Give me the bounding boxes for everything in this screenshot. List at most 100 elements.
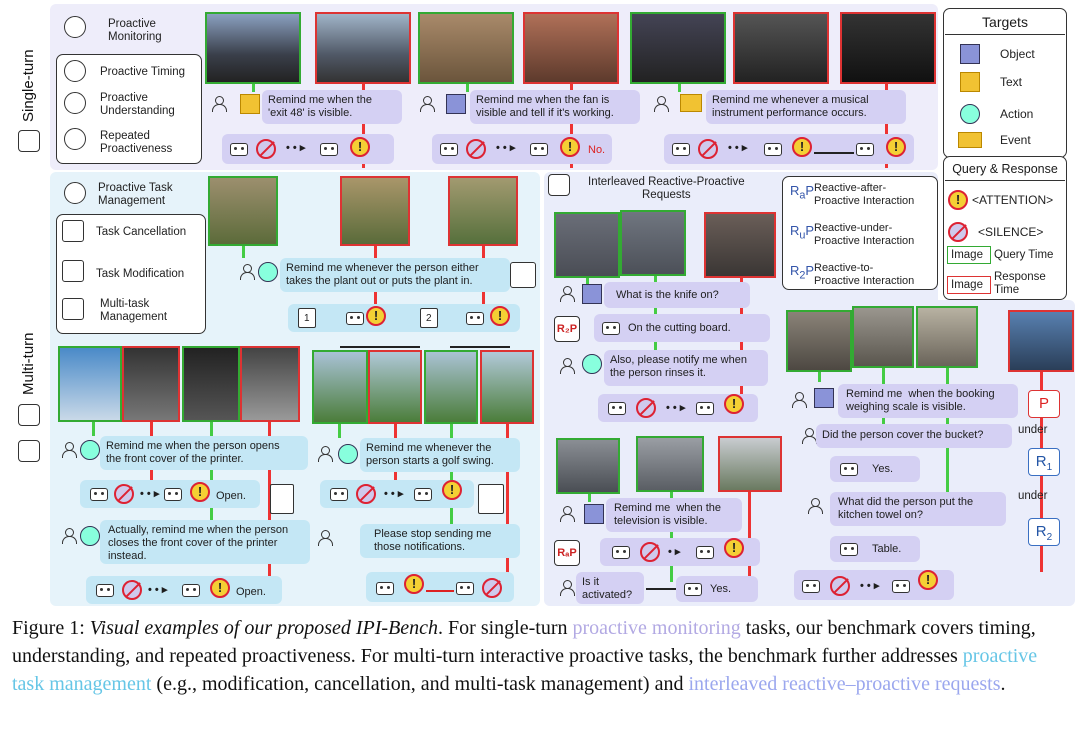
task-item-modification: Task Modification (96, 268, 185, 280)
under-label-1: under (1018, 424, 1048, 436)
event-target-icon (680, 94, 702, 112)
cancel-icon (62, 220, 84, 242)
towel-question (830, 492, 1006, 526)
multi-turn-label: Multi-turn (20, 332, 37, 395)
multitask-icon (510, 262, 536, 288)
r2p-tag: R₂P (554, 316, 580, 342)
object-target-icon (446, 94, 466, 114)
cancel-icon (478, 484, 504, 514)
interleaved-title: Interleaved Reactive-Proactive Requests (588, 176, 745, 201)
printer-frame-4 (240, 346, 300, 422)
knife-question (604, 282, 750, 308)
repeated-icon (64, 128, 86, 150)
figure-caption: Figure 1: Visual examples of our propose… (12, 617, 1038, 695)
st-query-1-text: Remind me when the 'exit 48' is visible. (268, 94, 372, 119)
modify-icon (270, 484, 294, 514)
printer-query-1 (100, 436, 308, 470)
knife-frame-1 (554, 212, 620, 278)
task-item-cancellation: Task Cancellation (96, 226, 187, 238)
plant-query-text: Remind me whenever the person either tak… (286, 262, 479, 287)
st-query-2 (470, 90, 640, 124)
monitoring-title: Proactive Monitoring (108, 18, 162, 43)
bucket-question (816, 424, 1012, 448)
activated-question (576, 572, 644, 604)
qr-attention: <ATTENTION> (972, 193, 1054, 207)
st-frame-2 (315, 12, 411, 84)
printer-query-1-text: Remind me when the person opens the fron… (106, 440, 280, 465)
understanding-icon (64, 92, 86, 114)
golf-query-text: Remind me whenever the person starts a g… (366, 442, 494, 467)
scale-frame-3 (916, 306, 978, 368)
object-icon (960, 44, 980, 64)
bucket-answer-text: Yes. (872, 463, 894, 475)
printer-frame-2 (122, 346, 180, 422)
scale-frame-4 (1008, 310, 1074, 372)
st-frame-4 (523, 12, 619, 84)
multitask-icon (62, 298, 84, 320)
targets-title: Targets (982, 14, 1028, 30)
rinse-query (604, 350, 768, 386)
printer-response-1: Open. (216, 490, 246, 502)
plant-frame-3 (448, 176, 518, 246)
target-text: Text (1000, 75, 1023, 89)
rap-tag: RₐP (554, 540, 580, 566)
st-query-3 (706, 90, 906, 124)
type-to: Reactive-to- Proactive Interaction (814, 262, 915, 287)
qr-response-time: Response Time (994, 271, 1046, 296)
st-user-1 (212, 96, 227, 112)
activated-answer: Yes. (710, 583, 732, 595)
p-node: P (1028, 390, 1060, 418)
qr-query-time: Query Time (994, 249, 1054, 261)
st-frame-7 (840, 12, 936, 84)
st-query-2-text: Remind me when the fan is visible and te… (476, 94, 614, 119)
target-action: Action (1000, 107, 1034, 121)
towel-question-text: What did the person put the kitchen towe… (838, 496, 974, 521)
stop-query-text: Please stop sending me those notificatio… (374, 528, 492, 553)
tv-frame-3 (718, 436, 782, 492)
knife-answer-text: On the cutting board. (628, 322, 731, 334)
qr-silence: <SILENCE> (978, 225, 1044, 239)
printer-response-2: Open. (236, 586, 266, 598)
st-frame-5 (630, 12, 726, 84)
st-frame-3 (418, 12, 514, 84)
golf-frame-2 (368, 350, 422, 424)
tv-query (606, 498, 742, 532)
scale-query-text: Remind me when the booking weighing scal… (846, 388, 995, 413)
knife-frame-3 (704, 212, 776, 278)
task-mgmt-icon (64, 182, 86, 204)
towel-answer-text: Table. (872, 543, 902, 555)
task-title: Proactive Task Management (98, 182, 173, 207)
printer-frame-1 (58, 346, 122, 422)
plant-frame-1 (208, 176, 278, 246)
golf-frame-4 (480, 350, 534, 424)
knife-answer (594, 314, 770, 342)
target-object: Object (1000, 47, 1035, 61)
text-target-icon (240, 94, 260, 114)
tv-query-text: Remind me when the television is visible… (614, 502, 721, 527)
interaction-types-box (782, 176, 938, 290)
robot-icon (320, 143, 338, 156)
golf-frame-3 (424, 350, 478, 424)
st-user-3 (654, 96, 669, 112)
qr-image-1: Image (951, 249, 983, 261)
scale-query (838, 384, 1018, 418)
under-label-2: under (1018, 490, 1048, 502)
multi-turn-icon (18, 404, 40, 426)
st-user-2 (420, 96, 435, 112)
r1-node: R1 (1028, 448, 1060, 476)
bucket-question-text: Did the person cover the bucket? (822, 429, 984, 441)
scale-frame-1 (786, 310, 852, 372)
single-turn-icon (18, 130, 40, 152)
printer-query-2 (100, 520, 310, 564)
st-query-3-text: Remind me whenever a musical instrument … (712, 94, 869, 119)
qr-title: Query & Response (952, 162, 1058, 176)
monitoring-head-icon (64, 16, 86, 38)
scale-frame-2 (852, 306, 914, 368)
r2-node: R2 (1028, 518, 1060, 546)
golf-frame-1 (312, 350, 368, 424)
monitor-item-timing: Proactive Timing (100, 66, 186, 78)
qr-image-2: Image (951, 279, 983, 291)
knife-frame-2 (620, 210, 686, 276)
st-frame-6 (733, 12, 829, 84)
monitor-item-repeated: Repeated Proactiveness (100, 130, 173, 155)
